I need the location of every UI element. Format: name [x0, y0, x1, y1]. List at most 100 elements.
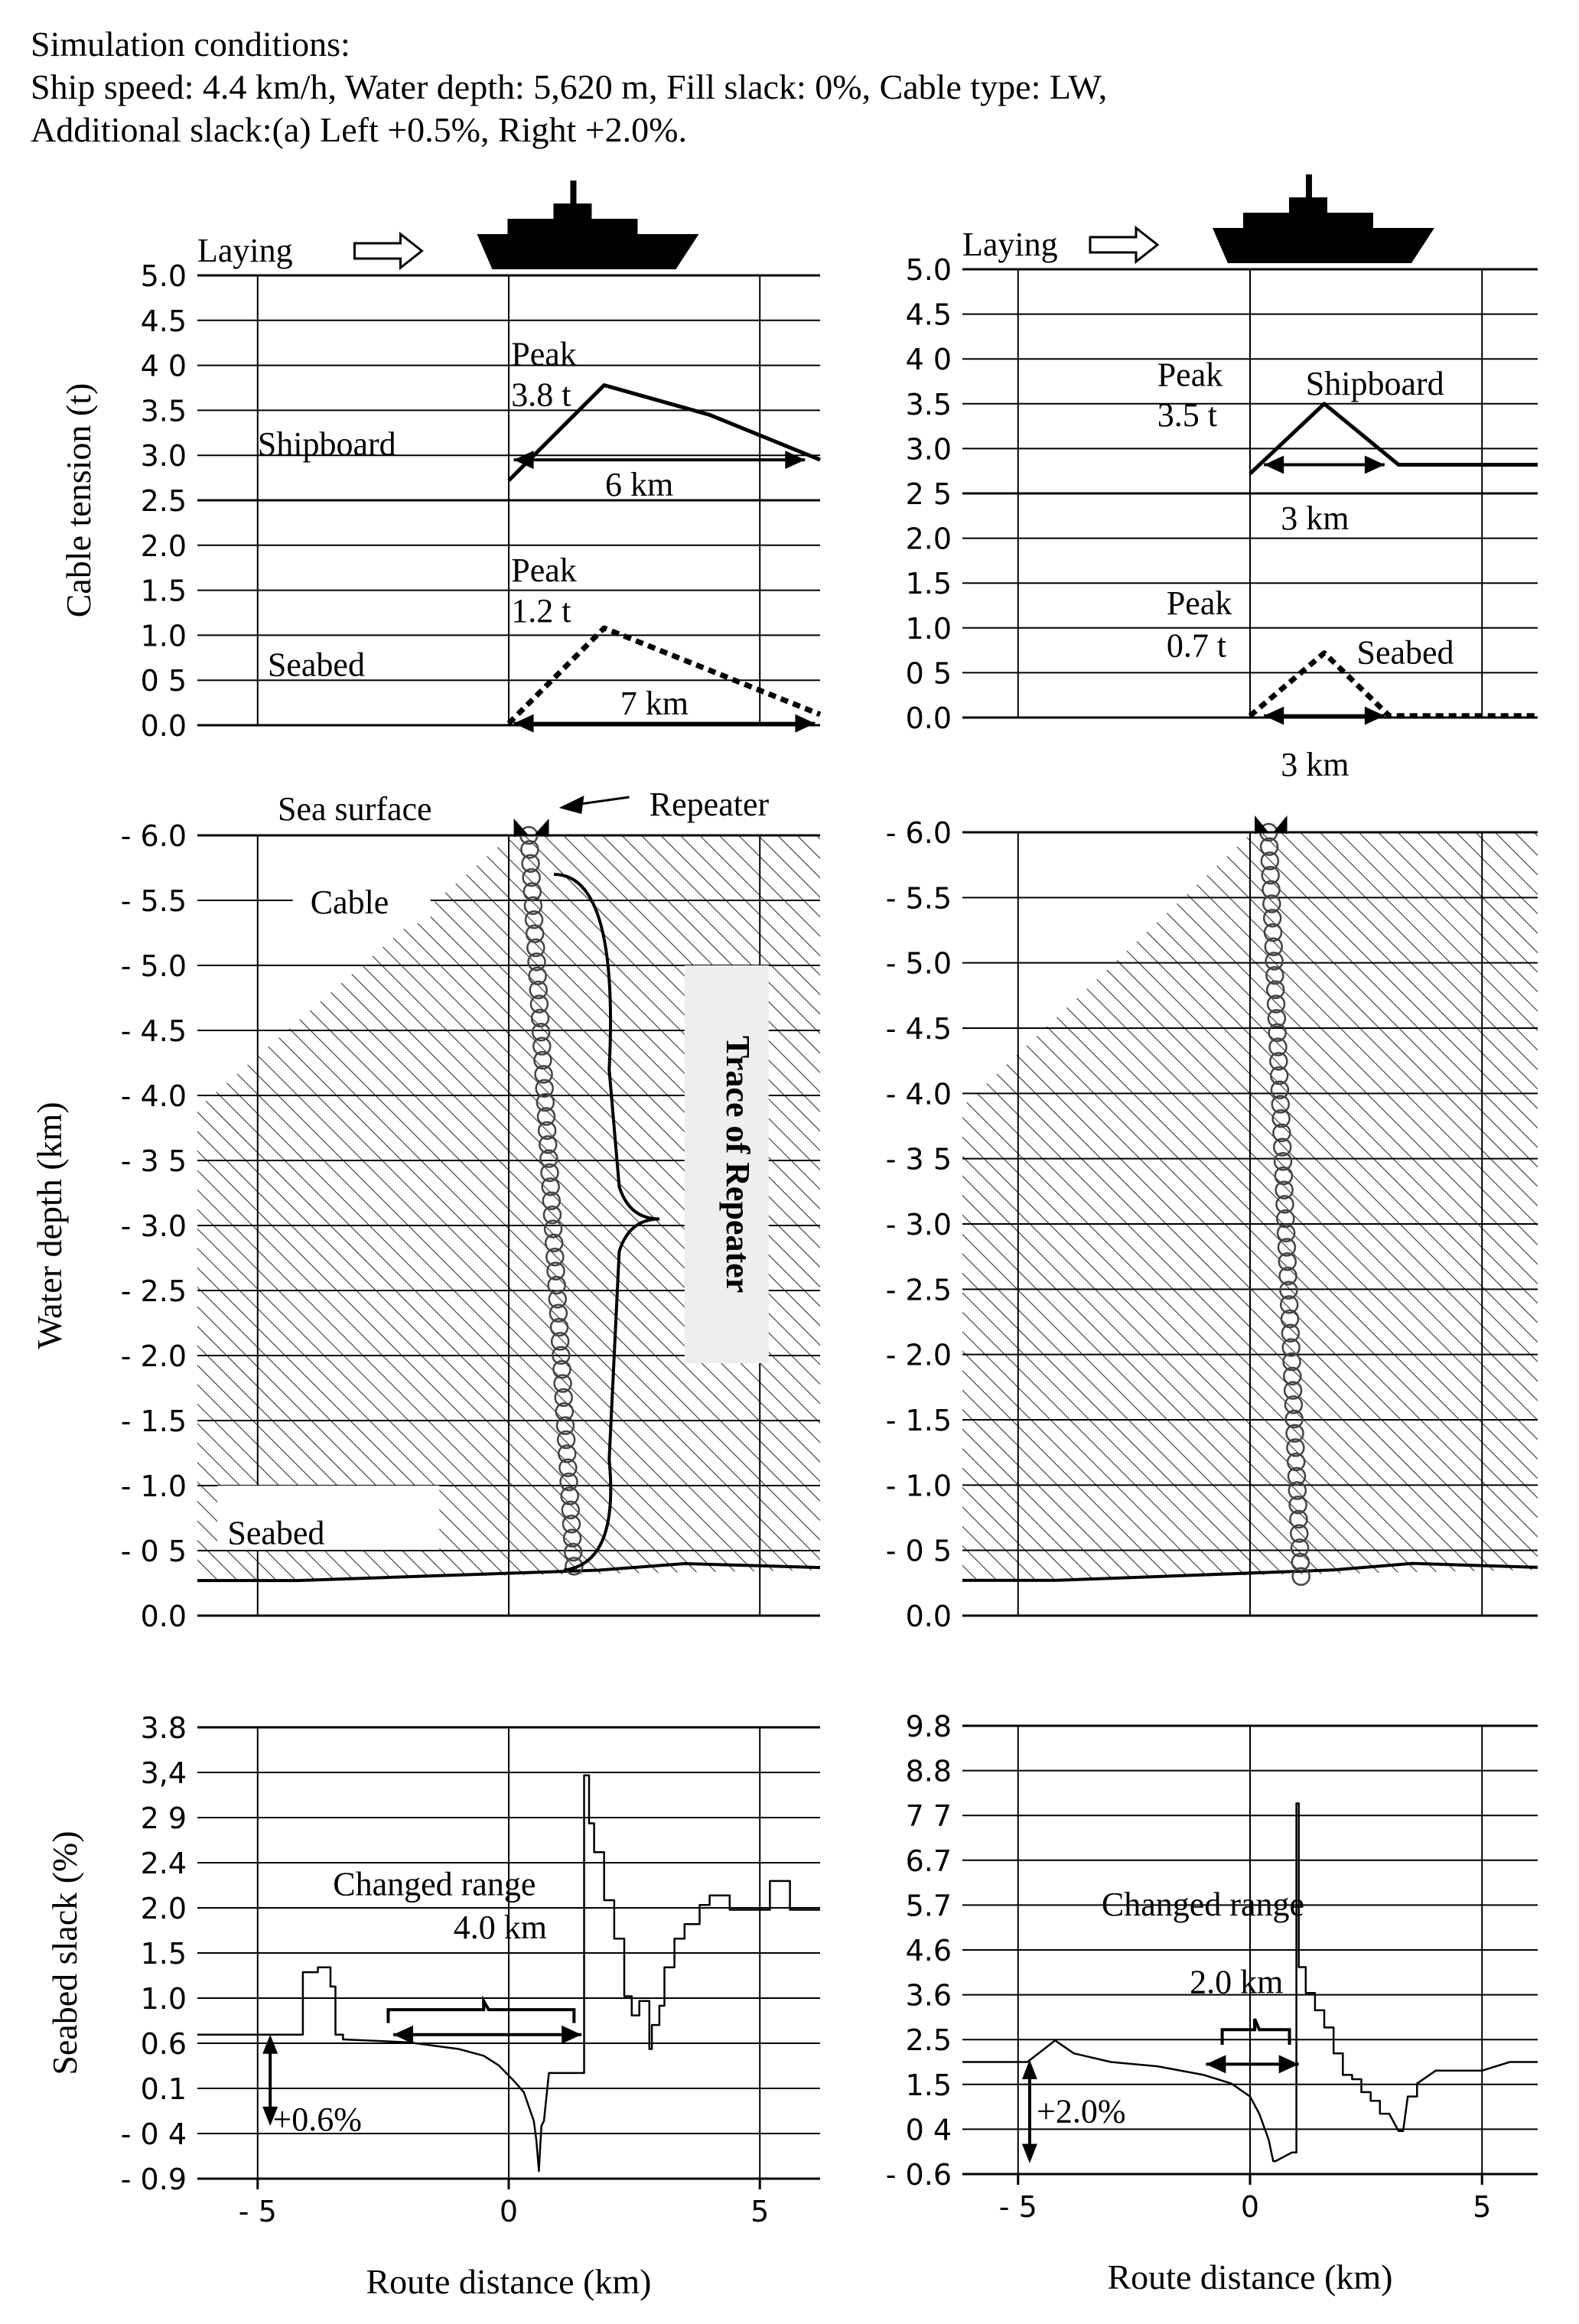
- tension-right-laying-label: Laying: [962, 226, 1058, 263]
- tension-right-ytick: 4 0: [906, 343, 952, 376]
- tension-left-panel: 0.00 51.01.52.02.53.03.54 04.55.0LayingP…: [59, 181, 822, 743]
- depth-left-repeater-trace-point: [523, 882, 542, 901]
- depth-right-repeater-trace-point: [1275, 1180, 1294, 1199]
- depth-left-ytick: - 5.0: [121, 949, 187, 983]
- depth-left-repeater-trace-point: [523, 896, 543, 916]
- slack-right-ytick: 5.7: [906, 1889, 952, 1922]
- depth-right-repeater-trace-point: [1267, 1008, 1287, 1028]
- slack-right-ytick: 1.5: [906, 2068, 952, 2102]
- depth-right-repeater-trace-point: [1269, 1052, 1288, 1071]
- slack-left-range-bracket: [386, 1995, 576, 2023]
- depth-left-repeater-trace-point: [563, 1542, 583, 1562]
- tension-right-range-bottom-arrow-head-left: [1264, 706, 1284, 725]
- slack-left-ylabel: Seabed slack (%): [45, 1831, 84, 2075]
- depth-right-repeater-trace-point: [1270, 1080, 1290, 1099]
- slack-left-xtick: 5: [750, 2195, 769, 2228]
- depth-left-repeater-trace-point: [527, 952, 546, 972]
- depth-right-repeater-trace-point: [1283, 1366, 1302, 1386]
- depth-left-repeater-pointer-head: [558, 796, 584, 814]
- depth-left-repeater-trace-point: [561, 1500, 581, 1520]
- depth-right-repeater-trace-point: [1279, 1295, 1299, 1314]
- depth-left-trace-label: Trace of Repeater: [719, 1036, 757, 1293]
- depth-left-ytick: - 6.0: [121, 819, 187, 853]
- depth-left-repeater-trace-point: [530, 1008, 550, 1028]
- depth-right-repeater-trace-point: [1265, 952, 1284, 971]
- depth-right-repeater-trace-point: [1273, 1152, 1293, 1171]
- depth-left-ytick: - 1.5: [121, 1404, 187, 1438]
- depth-left-trace-brace: [554, 873, 659, 1572]
- depth-left-repeater-trace-point: [562, 1515, 581, 1534]
- tension-right-ytick: 2.0: [906, 522, 952, 556]
- depth-right-ytick: - 2.0: [886, 1339, 952, 1372]
- slack-left-xtick: - 5: [239, 2195, 277, 2228]
- depth-left-repeater-trace-point: [529, 980, 549, 1000]
- slack-left-ytick: 3,4: [141, 1756, 187, 1790]
- slack-left-range-arrow-head-right: [562, 2025, 582, 2044]
- tension-left-direction-arrow-icon: [353, 231, 424, 271]
- tension-right-ship-icon: [1212, 174, 1434, 263]
- slack-right-range-arrow-head-left: [1206, 2055, 1226, 2074]
- slack-left-ytick: 2.4: [141, 1847, 187, 1880]
- depth-right-repeater-trace-point: [1288, 1481, 1307, 1500]
- tension-right-ytick: 3.0: [906, 432, 952, 466]
- depth-right-repeater-trace-point: [1272, 1138, 1292, 1157]
- conditions-line-slack: Additional slack:(a) Left +0.5%, Right +…: [31, 110, 687, 149]
- depth-right-ytick: - 3.0: [886, 1208, 952, 1242]
- depth-left-repeater-trace-point: [533, 1050, 552, 1070]
- depth-left-repeater-trace-point: [521, 854, 540, 873]
- tension-left-peak-bottom-value: 1.2 t: [511, 592, 571, 630]
- tension-right-peak-top-label: Peak: [1157, 356, 1223, 393]
- tension-right-direction-arrow-icon: [1089, 225, 1160, 265]
- tension-left-peak-top-value: 3.8 t: [511, 376, 571, 414]
- depth-right-seabed-line: [962, 1561, 1538, 1582]
- tension-left-ytick: 3.5: [141, 394, 187, 428]
- depth-right-repeater-trace-point: [1282, 1352, 1301, 1372]
- depth-left-repeater-trace-point: [549, 1304, 568, 1323]
- depth-left-repeater-trace-point: [559, 1472, 578, 1492]
- depth-left-repeater-trace-point: [565, 1557, 584, 1576]
- depth-left-repeater-trace-point: [531, 1022, 551, 1042]
- depth-left-ylabel: Water depth (km): [30, 1102, 69, 1349]
- depth-left-repeater-trace-point: [534, 1065, 553, 1084]
- depth-right-ytick: - 1.0: [886, 1469, 952, 1502]
- depth-left-ytick: - 3.0: [121, 1209, 187, 1243]
- depth-right-repeater-marker-left: [1255, 815, 1269, 834]
- tension-right-shipboard-label: Shipboard: [1306, 365, 1444, 402]
- slack-left-changed-range-label: Changed range: [333, 1866, 536, 1903]
- tension-right-range-top-arrow-head-right: [1364, 455, 1385, 474]
- slack-right-ytick: 6.7: [906, 1844, 952, 1878]
- tension-left-ytick: 0 5: [141, 664, 187, 698]
- tension-left-peak-top-label: Peak: [511, 336, 577, 373]
- tension-left-laying-label: Laying: [197, 232, 293, 269]
- depth-right-repeater-trace-point: [1277, 1238, 1297, 1257]
- depth-right-repeater-marker-right: [1273, 815, 1288, 834]
- depth-left-repeater-trace-point: [540, 1163, 559, 1183]
- depth-right-repeater-trace-point: [1286, 1438, 1305, 1457]
- depth-left-sea-surface-label: Sea surface: [278, 790, 432, 828]
- depth-left-repeater-trace-point: [554, 1388, 573, 1408]
- depth-right-repeater-trace-point: [1290, 1524, 1309, 1543]
- slack-left-offset-label: +0.6%: [272, 2101, 361, 2138]
- depth-left-repeater-trace-point: [526, 938, 545, 958]
- depth-right-repeater-trace-point: [1284, 1395, 1304, 1414]
- slack-right-xlabel: Route distance (km): [1107, 2257, 1392, 2296]
- depth-right-panel: 0.0- 0 5- 1.0- 1.5- 2.0- 2.5- 3.0- 3 5- …: [886, 815, 1538, 1633]
- slack-left-ytick: 1.5: [141, 1937, 187, 1971]
- depth-right-repeater-trace-point: [1279, 1281, 1298, 1300]
- slack-right-ytick: - 0.6: [886, 2158, 952, 2192]
- depth-right-repeater-trace-point: [1281, 1338, 1301, 1357]
- tension-left-peak-bottom-label: Peak: [511, 552, 577, 589]
- depth-right-ytick: - 1.5: [886, 1404, 952, 1437]
- depth-left-repeater-label: Repeater: [650, 786, 770, 823]
- depth-left-repeater-trace-point: [520, 840, 539, 859]
- depth-right-repeater-trace-point: [1288, 1496, 1307, 1515]
- depth-right-repeater-trace-point: [1271, 1108, 1291, 1128]
- depth-left-repeater-trace-point: [537, 1121, 557, 1141]
- depth-left-repeater-trace-point: [562, 1528, 582, 1548]
- depth-left-repeater-trace-point: [558, 1458, 578, 1478]
- slack-right-ytick: 7 7: [906, 1799, 952, 1833]
- depth-left-repeater-trace-point: [541, 1177, 560, 1196]
- depth-left-repeater-marker-left: [513, 819, 529, 837]
- depth-right-repeater-trace-point: [1268, 1037, 1288, 1056]
- depth-right-repeater-trace-point: [1280, 1309, 1300, 1329]
